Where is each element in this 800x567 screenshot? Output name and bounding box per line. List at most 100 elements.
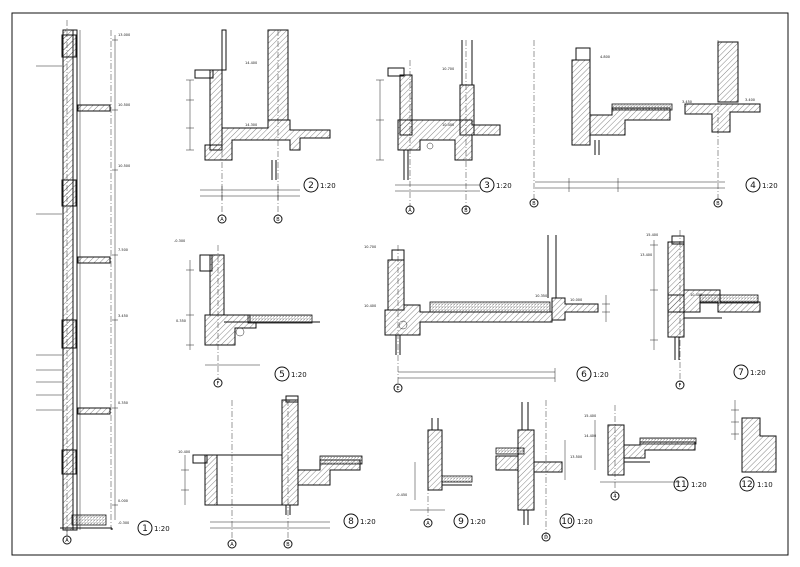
axis-label: F: [217, 381, 220, 387]
axis-bubble: [283, 539, 293, 549]
detail-scale: 1:20: [320, 182, 336, 190]
axis-bubble: [273, 214, 283, 224]
axis-bubble: [217, 214, 227, 224]
elevation-label: 10.700: [364, 245, 376, 249]
elevation-label: 10.400: [178, 450, 190, 454]
axis-label: A: [408, 208, 412, 214]
detail-number: 6: [581, 370, 587, 380]
detail-number: 9: [458, 517, 464, 527]
detail-number-bubble: [673, 476, 689, 492]
elevation-label: 10.000: [570, 298, 582, 302]
detail-number-bubble: [453, 513, 469, 529]
detail-number-bubble: [745, 177, 761, 193]
axis-bubble: [529, 198, 539, 208]
elevation-label: 7.500: [118, 248, 128, 252]
detail-6: 10.700 10.400 10.350 10.000 E 6 1:20: [364, 235, 610, 393]
detail-number-bubble: [303, 177, 319, 193]
axis-bubble: [461, 205, 471, 215]
elevation-label: 0.350: [118, 401, 128, 405]
detail-number-bubble: [137, 520, 153, 536]
elevation-label: 10.500: [118, 164, 130, 168]
axis-label: B: [464, 208, 468, 214]
elevation-label: 13.400: [640, 253, 652, 257]
elevation-label: 10.500: [118, 103, 130, 107]
detail-scale: 1:20: [360, 518, 376, 526]
detail-11: 15.400 14.400 4 11 1:20: [584, 405, 707, 501]
detail-number-bubble: [576, 366, 592, 382]
elevation-label: -0.450: [396, 493, 407, 497]
detail-scale: 1:20: [470, 518, 486, 526]
elevation-label: 10.350: [535, 294, 547, 298]
axis-label: B: [716, 201, 720, 207]
axis-label: A: [230, 542, 234, 548]
axis-label: A: [220, 217, 224, 223]
axis-bubble: [610, 491, 620, 501]
axis-label: 4: [613, 494, 616, 500]
detail-number: 2: [308, 181, 314, 191]
detail-1: 13.000 10.500 10.500 7.500 3.450 0.350 0…: [36, 20, 170, 545]
detail-scale: 1:10: [757, 481, 773, 489]
elevation-label: 10.400: [364, 304, 376, 308]
elevation-label: 13.500: [570, 455, 582, 459]
detail-scale: 1:20: [496, 182, 512, 190]
elevation-label: 0.350: [176, 319, 186, 323]
axis-bubble: [675, 380, 685, 390]
axis-bubble: [713, 198, 723, 208]
detail-scale: 1:20: [691, 481, 707, 489]
detail-number: 7: [738, 368, 744, 378]
elevation-label: 10.400: [690, 293, 702, 297]
axis-label: A: [65, 538, 69, 544]
detail-12: 12 1:10: [731, 400, 777, 492]
detail-number: 1: [142, 524, 148, 534]
detail-3: 10.700 10.400 A B 3 1:20: [376, 40, 512, 215]
axis-bubble: [393, 383, 403, 393]
detail-number-bubble: [479, 177, 495, 193]
axis-label: D: [544, 535, 548, 541]
detail-scale: 1:20: [593, 371, 609, 379]
elevation-label: -0.300: [118, 521, 129, 525]
detail-number: 12: [741, 480, 752, 490]
detail-scale: 1:20: [762, 182, 778, 190]
detail-number-bubble: [559, 513, 575, 529]
elevation-label: 10.400: [442, 123, 454, 127]
axis-bubble: [405, 205, 415, 215]
detail-10: 13.500 D 10 1:20: [495, 400, 593, 542]
elevation-label: 14.400: [584, 434, 596, 438]
detail-number-bubble: [739, 476, 755, 492]
elevation-label: 13.000: [118, 33, 130, 37]
axis-label: B: [276, 217, 280, 223]
detail-scale: 1:20: [750, 369, 766, 377]
detail-number: 10: [561, 517, 573, 527]
axis-bubble: [227, 539, 237, 549]
detail-9: -0.450 A 9 1:20: [396, 418, 486, 529]
detail-number-bubble: [274, 366, 290, 382]
axis-label: E: [396, 386, 399, 392]
detail-number-bubble: [343, 513, 359, 529]
detail-7: 15.400 13.400 10.400 F 7 1:20: [640, 230, 766, 390]
sheet-border: [11, 12, 789, 556]
detail-number: 11: [675, 480, 686, 490]
axis-label: B: [532, 201, 536, 207]
elevation-label: 14.400: [245, 61, 257, 65]
axis-label: A: [426, 521, 430, 527]
detail-2: 14.400 14.300 A B 2 1:20: [186, 29, 336, 224]
detail-number: 8: [348, 517, 354, 527]
detail-number: 4: [750, 181, 756, 191]
elevation-label: -0.300: [174, 239, 185, 243]
elevation-label: 14.300: [245, 123, 257, 127]
detail-number: 5: [279, 370, 285, 380]
detail-5: -0.300 0.350 F 5 1:20: [174, 239, 320, 388]
detail-scale: 1:20: [154, 525, 170, 533]
detail-number-bubble: [733, 364, 749, 380]
detail-8: 10.400 A B 8 1:20: [178, 395, 376, 549]
elevation-label: 0.000: [118, 499, 128, 503]
detail-scale: 1:20: [577, 518, 593, 526]
elevation-label: 10.700: [442, 67, 454, 71]
axis-label: B: [286, 542, 290, 548]
elevation-label: 3.450: [682, 100, 692, 104]
detail-scale: 1:20: [291, 371, 307, 379]
axis-bubble: [423, 518, 433, 528]
elevation-label: 3.450: [118, 314, 128, 318]
axis-label: F: [679, 383, 682, 389]
